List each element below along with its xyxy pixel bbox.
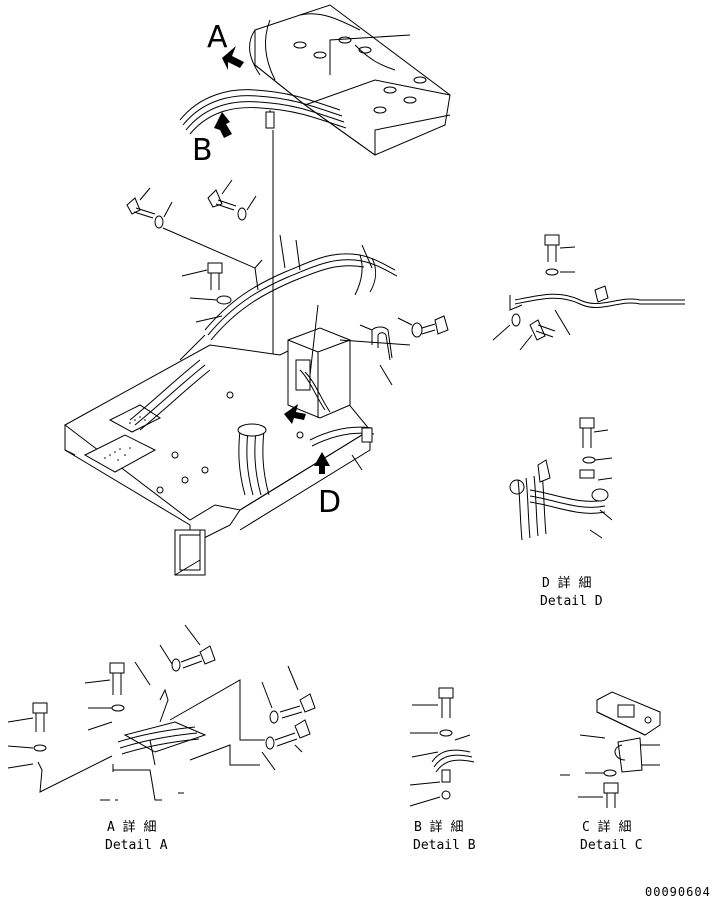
detail-c-title-jp: C 詳 細 — [582, 819, 631, 835]
view-arrow-c — [284, 404, 306, 424]
bracket-bolt-right — [309, 315, 449, 471]
detail-b-title-jp: B 詳 細 — [414, 819, 463, 835]
drawing-number: 00090604 — [645, 885, 711, 899]
view-arrow-b — [214, 112, 232, 138]
view-arrow-d — [314, 452, 330, 474]
harness-upper — [204, 234, 398, 341]
view-label-b: B — [192, 133, 213, 168]
detail-a-title-en: Detail A — [105, 838, 168, 853]
detail-d-upper-bracket — [492, 234, 685, 351]
detail-d-lower — [509, 417, 613, 541]
detail-b-title-en: Detail B — [413, 838, 476, 853]
bolt-washer-group — [126, 179, 263, 323]
view-label-d: D — [318, 485, 341, 520]
control-box — [287, 304, 351, 419]
battery-box-assembly — [179, 4, 451, 156]
detail-d-title-jp: D 詳 細 — [542, 575, 591, 591]
detail-c-title-en: Detail C — [580, 838, 643, 853]
detail-d-title-en: Detail D — [540, 594, 603, 609]
view-label-a: A — [207, 20, 228, 55]
detail-a — [7, 624, 316, 801]
detail-a-title-jp: A 詳 細 — [107, 819, 156, 835]
detail-b — [409, 687, 475, 807]
view-arrow-a — [222, 46, 244, 70]
detail-c — [560, 691, 661, 808]
